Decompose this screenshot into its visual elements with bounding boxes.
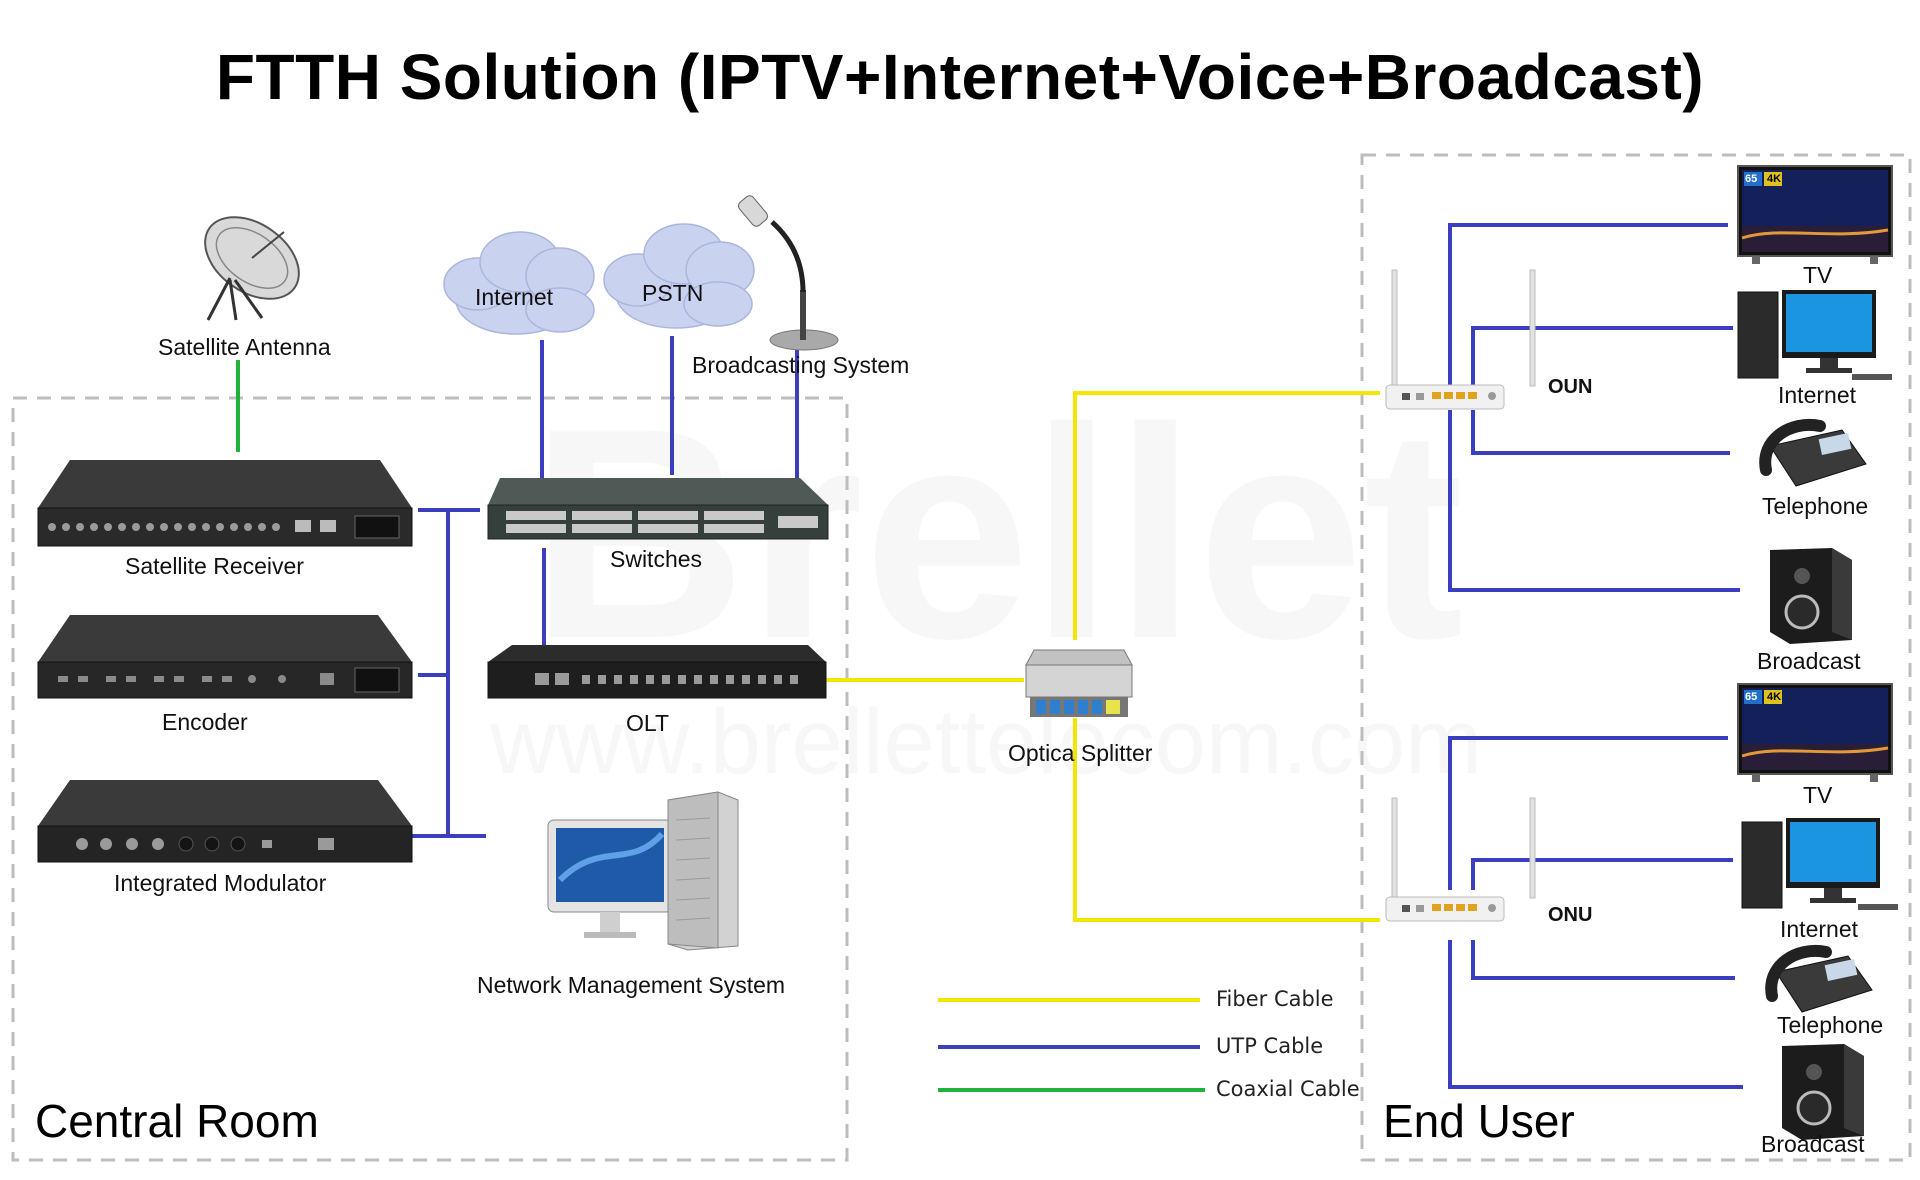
switch-device: [487, 478, 829, 540]
satellite-antenna-icon: [204, 216, 300, 321]
telephone-top-label: Telephone: [1762, 493, 1869, 519]
integrated-modulator-device: [37, 780, 413, 863]
end-user-zone: [1360, 153, 1912, 1162]
olt-device: [487, 645, 827, 699]
onu-top-label: OUN: [1548, 376, 1593, 398]
optical-splitter-label: Optica Splitter: [1008, 740, 1153, 766]
tv-top-size-badge: 65: [1745, 173, 1758, 185]
tv-top-label: TV: [1803, 262, 1833, 288]
integrated-modulator-label: Integrated Modulator: [114, 870, 327, 896]
pstn-cloud-label: PSTN: [642, 280, 704, 306]
utp-onu-bottom-tv: [1448, 736, 1728, 890]
speaker-bottom-icon: [1782, 1044, 1864, 1140]
switches-label: Switches: [610, 546, 703, 572]
internet-top-label: Internet: [1778, 382, 1856, 408]
onu-router-bottom-icon: [1385, 797, 1536, 922]
telephone-top-icon: [1759, 418, 1867, 487]
central-room-label: Central Room: [35, 1095, 319, 1147]
desktop-pc-bottom-icon: [1741, 818, 1898, 910]
computer-icon: [547, 791, 739, 951]
speaker-top-icon: [1770, 548, 1852, 644]
legend-fiber-label: Fiber Cable: [1216, 987, 1334, 1011]
utp-onu-bottom-broadcast: [1448, 940, 1743, 1089]
utp-onu-top-tv: [1448, 223, 1728, 385]
encoder-label: Encoder: [162, 709, 248, 735]
telephone-bottom-icon: [1765, 944, 1873, 1013]
tv-bottom-res-badge: 4K: [1767, 691, 1782, 703]
tv-top-res-badge: 4K: [1767, 173, 1782, 185]
encoder-device: [37, 615, 413, 699]
nms-label: Network Management System: [477, 972, 786, 998]
internet-cloud-label: Internet: [475, 284, 553, 310]
legend-coax-label: Coaxial Cable: [1216, 1077, 1360, 1101]
broadcast-bottom-label: Broadcast: [1761, 1131, 1865, 1157]
optical-splitter-device: [1025, 649, 1133, 717]
utp-onu-bottom-telephone: [1471, 940, 1735, 980]
utp-onu-bottom-internet: [1471, 858, 1733, 890]
desktop-pc-top-icon: [1737, 290, 1892, 380]
onu-router-top-icon: [1385, 269, 1536, 410]
satellite-antenna-label: Satellite Antenna: [158, 334, 331, 360]
central-room-zone: [11, 396, 849, 1162]
page-title: FTTH Solution (IPTV+Internet+Voice+Broad…: [215, 41, 1705, 113]
broadcasting-system-label: Broadcasting System: [692, 352, 910, 378]
satellite-receiver-label: Satellite Receiver: [125, 553, 304, 579]
tv-bottom-size-badge: 65: [1745, 691, 1758, 703]
legend-utp-label: UTP Cable: [1216, 1034, 1324, 1058]
internet-cloud-icon: [443, 231, 595, 335]
tv-bottom-icon: [1737, 683, 1893, 782]
end-user-label: End User: [1383, 1095, 1575, 1147]
watermark-url: www.brellettelecom.com: [490, 691, 1482, 793]
broadcast-top-label: Broadcast: [1757, 648, 1861, 674]
utp-onu-top-internet: [1471, 326, 1733, 385]
microphone-icon: [738, 195, 839, 351]
satellite-receiver-device: [37, 460, 413, 547]
fiber-splitter-onu-top: [1073, 391, 1380, 640]
olt-label: OLT: [626, 710, 670, 736]
fiber-splitter-onu-bottom: [1073, 718, 1380, 922]
pstn-cloud-icon: [603, 223, 755, 329]
tv-bottom-label: TV: [1803, 782, 1833, 808]
onu-bottom-label: ONU: [1548, 904, 1593, 926]
tv-top-icon: [1737, 165, 1893, 264]
internet-bottom-label: Internet: [1780, 916, 1858, 942]
utp-onu-top-telephone: [1471, 410, 1730, 455]
utp-onu-top-broadcast: [1448, 410, 1740, 592]
telephone-bottom-label: Telephone: [1777, 1012, 1884, 1038]
